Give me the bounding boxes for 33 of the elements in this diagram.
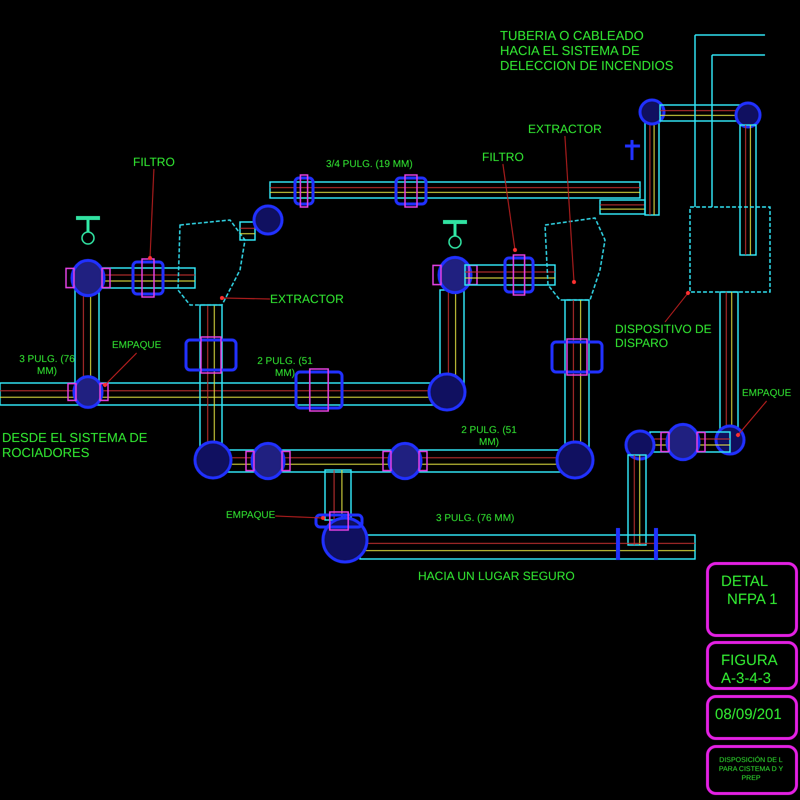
note-text: HACIA UN LUGAR SEGURO — [418, 569, 575, 583]
leader-line — [736, 400, 768, 437]
note-text: TUBERIA O CABLEADO HACIA EL SISTEMA DE DELECCION DE INCENDIOS — [500, 28, 674, 73]
callout-label: DISPOSITIVO DE DISPARO — [615, 322, 715, 350]
leader-line — [148, 168, 154, 260]
leader-line — [664, 291, 690, 322]
callout-label: EMPAQUE — [742, 387, 792, 401]
callout-label: EMPAQUE — [226, 509, 276, 523]
callout-label: EXTRACTOR — [528, 122, 602, 136]
title-block-cell — [706, 562, 798, 637]
title-block-cell — [706, 745, 798, 795]
leader-line — [274, 516, 325, 520]
leader-line — [502, 164, 517, 252]
dimension-label: 2 PULG. (51 MM) — [460, 425, 518, 449]
dimension-label: 3/4 PULG. (19 MM) — [326, 158, 413, 172]
title-block-text: DETAL — [720, 573, 770, 591]
callout-label: FILTRO — [482, 150, 524, 164]
callout-label: FILTRO — [133, 155, 175, 169]
title-block-subtext: NFPA 1 — [726, 591, 779, 609]
title-block-text: FIGURA — [720, 652, 779, 670]
leader-line — [564, 136, 576, 284]
leader-line — [103, 352, 138, 387]
title-block-subtext: A-3-4-3 — [720, 670, 772, 687]
title-block-cell — [706, 695, 798, 740]
dimension-label: 3 PULG. (76 MM) — [18, 354, 76, 378]
dimension-label: 3 PULG. (76 MM) — [436, 512, 514, 526]
title-block-text: 08/09/201 — [714, 706, 783, 724]
leader-line — [220, 296, 270, 300]
note-text: DESDE EL SISTEMA DE ROCIADORES — [2, 430, 148, 460]
title-block-cell — [706, 641, 798, 690]
callout-label: EMPAQUE — [112, 339, 162, 353]
dimension-label: 2 PULG. (51 MM) — [256, 356, 314, 380]
callout-label: EXTRACTOR — [270, 292, 344, 306]
